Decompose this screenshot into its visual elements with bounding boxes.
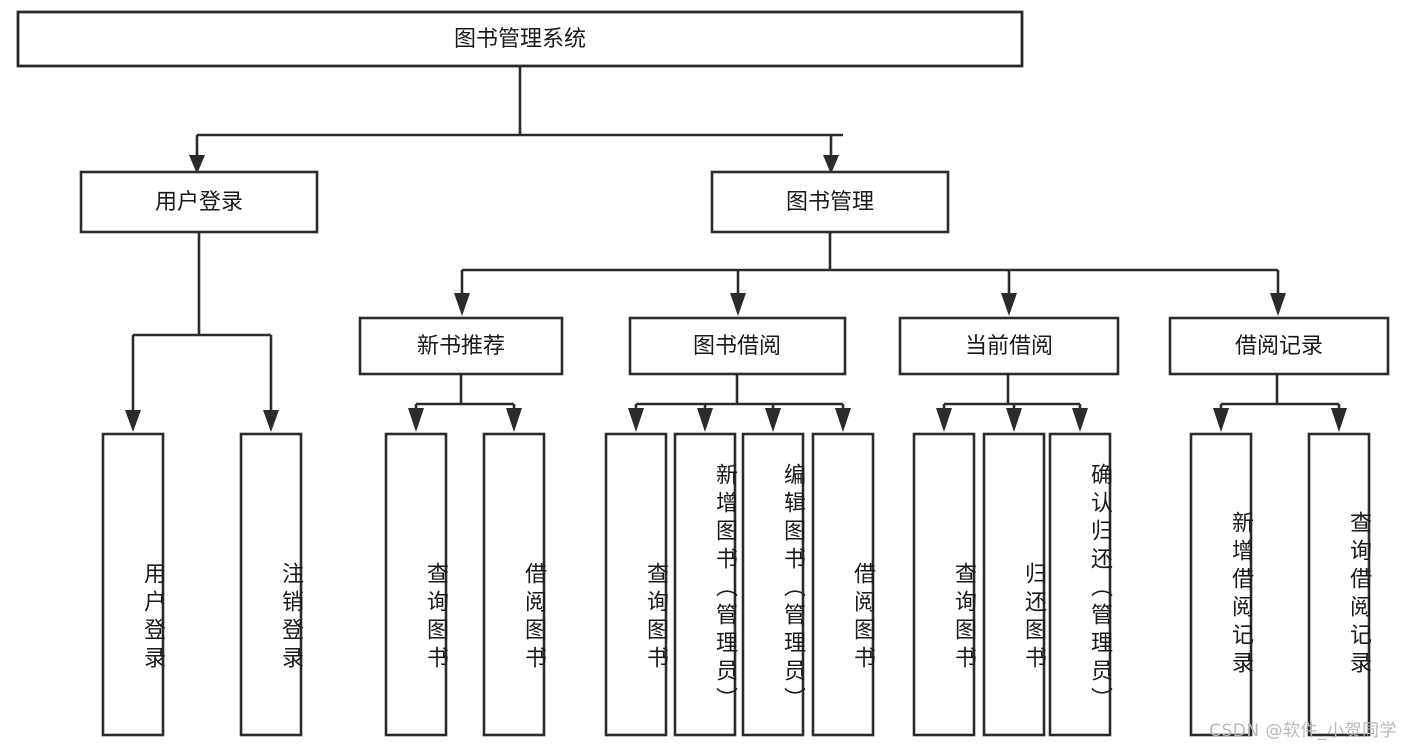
connector-root-to-level2: [189, 66, 843, 174]
connector-bookborrow-to-leaves: [628, 374, 851, 432]
node-current-borrow-label: 当前借阅: [965, 334, 1053, 359]
leaf-box-edit-book[interactable]: [741, 432, 805, 737]
node-borrow-record-label: 借阅记录: [1235, 334, 1323, 359]
node-book-borrow-label: 图书借阅: [693, 334, 781, 359]
leaf-box-return-book[interactable]: [982, 432, 1046, 737]
node-current-borrow[interactable]: 当前借阅: [898, 316, 1120, 376]
connector-userlogin-to-leaves: [125, 232, 279, 432]
leaf-box-confirm-return[interactable]: [1048, 432, 1112, 737]
node-new-book-recommend[interactable]: 新书推荐: [358, 316, 564, 376]
leaf-box-logout[interactable]: [239, 432, 303, 737]
leaf-box-query-record[interactable]: [1307, 432, 1371, 737]
connector-currentborrow-to-leaves: [936, 374, 1088, 432]
connector-borrowrecord-to-leaves: [1213, 374, 1347, 432]
leaf-box-query-book-2[interactable]: [604, 432, 668, 737]
connector-bookmgmt-to-level3: [454, 232, 1286, 316]
node-user-login[interactable]: 用户登录: [79, 170, 319, 234]
leaf-box-borrow-book-1[interactable]: [482, 432, 546, 737]
node-borrow-record[interactable]: 借阅记录: [1168, 316, 1390, 376]
leaf-box-borrow-book-2[interactable]: [811, 432, 875, 737]
leaf-box-add-book[interactable]: [673, 432, 737, 737]
node-user-login-label: 用户登录: [155, 190, 243, 215]
leaf-box-user-login[interactable]: [101, 432, 165, 737]
node-book-management[interactable]: 图书管理: [710, 170, 950, 234]
node-root-label: 图书管理系统: [454, 27, 586, 52]
node-root[interactable]: 图书管理系统: [16, 10, 1024, 68]
node-book-borrow[interactable]: 图书借阅: [628, 316, 847, 376]
csdn-watermark: CSDN @软件_小贺同学: [1209, 721, 1397, 741]
leaf-box-query-book-1[interactable]: [384, 432, 448, 737]
leaf-box-query-book-3[interactable]: [912, 432, 976, 737]
node-book-management-label: 图书管理: [786, 190, 874, 215]
node-new-book-recommend-label: 新书推荐: [417, 334, 505, 359]
leaf-box-add-record[interactable]: [1189, 432, 1253, 737]
connector-newbook-to-leaves: [408, 374, 522, 432]
